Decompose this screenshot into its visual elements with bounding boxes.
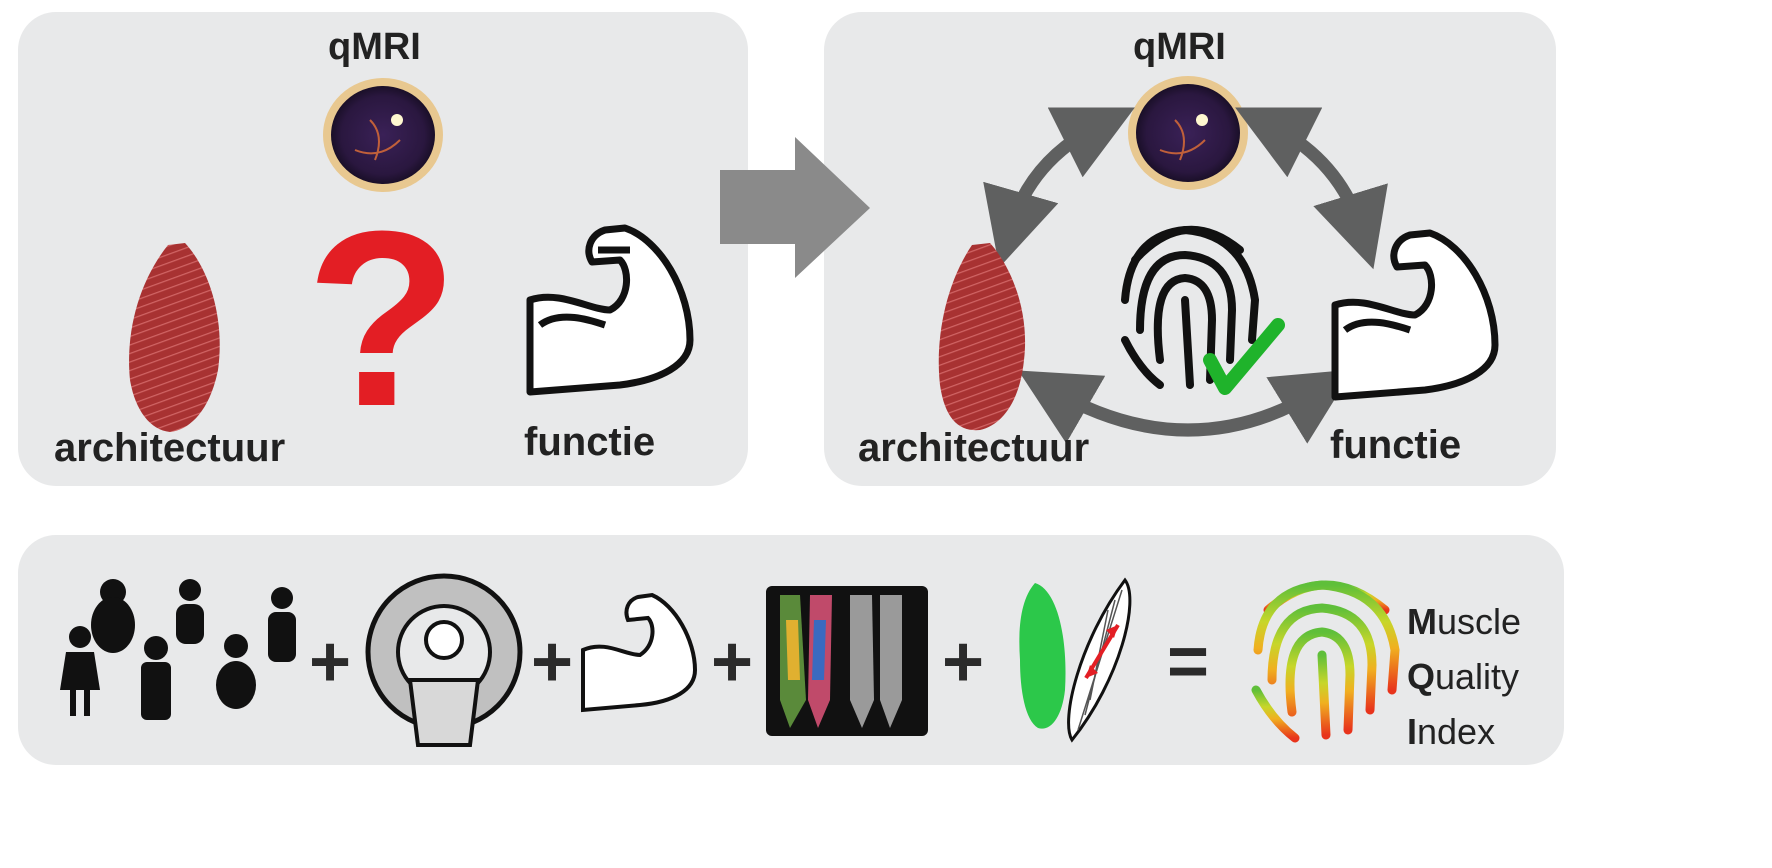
muscle-architecture-image-left bbox=[129, 243, 220, 432]
mri-scanner-icon bbox=[365, 573, 523, 747]
plus-sign-2: + bbox=[531, 622, 573, 702]
muscle-fiber-length-icon bbox=[1067, 577, 1132, 743]
flexed-arm-icon-bottom bbox=[581, 592, 698, 713]
mri-scan-image-left bbox=[323, 78, 443, 192]
plus-sign-3: + bbox=[711, 622, 753, 702]
plus-sign-4: + bbox=[942, 622, 984, 702]
transition-arrow bbox=[720, 137, 870, 278]
fingerprint-icon bbox=[1121, 225, 1260, 389]
flexed-arm-icon-left bbox=[526, 224, 694, 396]
muscle-architecture-image-right bbox=[938, 243, 1026, 431]
cycle-arrows bbox=[983, 107, 1388, 444]
architecture-label-right: architectuur bbox=[858, 426, 1090, 470]
qmri-label-left: qMRI bbox=[328, 26, 421, 68]
muscle-quality-index-label: Muscle Quality Index bbox=[1407, 601, 1522, 752]
mri-scan-image-right bbox=[1128, 76, 1248, 190]
flexed-arm-icon-right bbox=[1331, 229, 1499, 401]
qmri-label-right: qMRI bbox=[1133, 26, 1226, 68]
function-label-left: functie bbox=[524, 420, 656, 464]
leg-mri-images bbox=[766, 586, 928, 736]
architecture-label-left: architectuur bbox=[54, 426, 286, 470]
population-icons bbox=[60, 579, 296, 720]
plus-sign-1: + bbox=[309, 622, 351, 702]
equals-sign: = bbox=[1167, 622, 1209, 702]
muscle-segmentation-shape bbox=[1019, 583, 1066, 729]
muscle-quality-fingerprint-icon bbox=[1251, 580, 1400, 743]
function-label-right: functie bbox=[1330, 423, 1462, 467]
question-mark: ? bbox=[306, 179, 459, 458]
check-mark-icon bbox=[1203, 318, 1285, 395]
